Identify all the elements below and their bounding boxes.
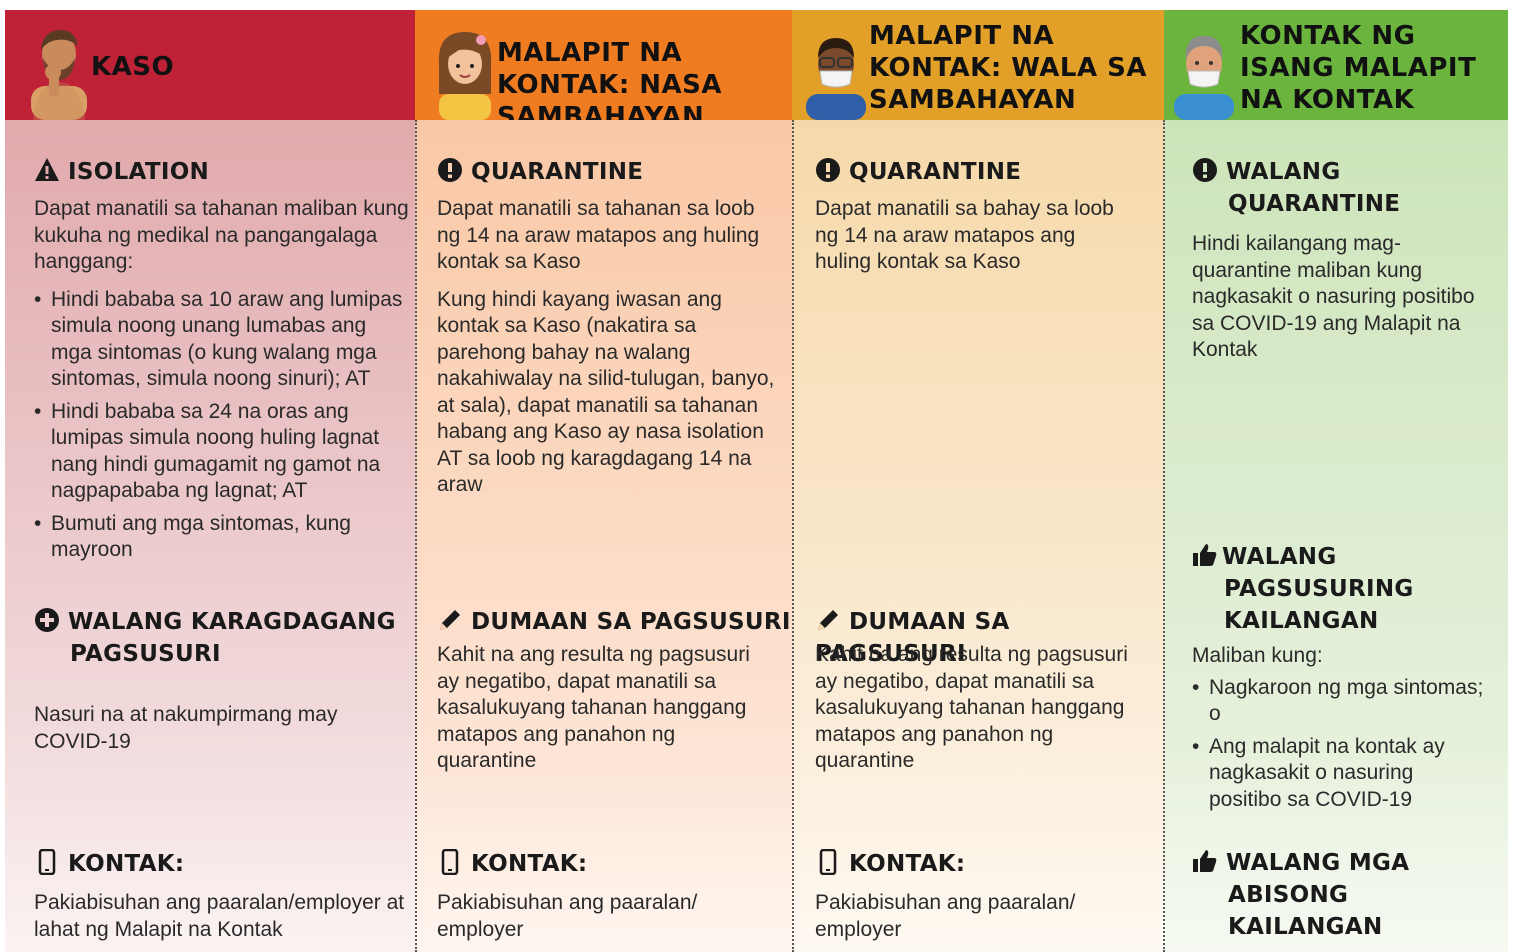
exclamation-icon [438,158,462,182]
contact-heading: KONTAK: [815,848,965,880]
testing-heading: DUMAAN SA PAGSUSURI [815,609,1010,667]
quarantine-text: Dapat manatili sa tahanan sa loob ng 14 … [437,196,782,499]
no-testing-bullet: Ang malapit na kontak ay nagkasakit o na… [1192,734,1469,814]
header-kaso: KASO [5,10,415,134]
column-kaso: KASO ISOLATION Dapat manatili sa tahanan… [5,10,415,952]
warning-icon [35,158,59,181]
isolation-text: Dapat manatili sa tahanan maliban kung k… [34,196,410,570]
body-contact-of-contact: WALANG QUARANTINE Hindi kailangang mag-q… [1164,120,1508,952]
testing-text: Kahit na ang resulta ng pagsusuri ay neg… [437,643,750,772]
girl-icon [438,32,492,120]
header-title: MALAPIT NA KONTAK: WALA SA SAMBAHAYAN [869,21,1147,115]
thumbs-up-icon [1193,544,1217,566]
no-testing-heading: WALANG KARAGDAGANG PAGSUSURI [34,606,440,670]
column-divider [792,120,794,952]
isolation-bullet: Hindi bababa sa 24 na oras ang lumipas s… [34,399,410,505]
thumbs-up-icon [1193,850,1217,872]
plus-icon [35,608,59,632]
contact-text: Pakiabisuhan ang paaralan/ employer [815,891,1076,941]
man-with-mask-icon [806,38,866,120]
elder-with-mask-icon [1174,36,1234,120]
header-title: KASO [91,52,175,82]
no-testing-intro: Maliban kung: [1192,644,1323,667]
phone-icon [441,849,459,875]
no-quarantine-heading: WALANG QUARANTINE [1192,156,1418,220]
no-notice-heading: WALANG MGA ABISONG KAILANGAN [1192,847,1458,943]
no-testing-text: Nasuri na at nakumpirmang may COVID-19 [34,703,338,753]
testing-text: Kahit na ang resulta ng pagsusuri ay neg… [815,643,1128,772]
isolation-intro: Dapat manatili sa tahanan maliban kung k… [34,197,409,273]
no-testing-bullet: Nagkaroon ng mga sintomas; o [1192,675,1492,728]
testing-heading: DUMAAN SA PAGSUSURI [437,606,791,638]
phone-icon [38,849,56,875]
quarantine-paragraph: Kung hindi kayang iwasan ang kontak sa K… [437,287,775,497]
column-nonhousehold-contact: MALAPIT NA KONTAK: WALA SA SAMBAHAYAN QU… [792,10,1164,952]
no-testing-bullets: Nagkaroon ng mga sintomas; o Ang malapit… [1192,675,1492,814]
header-contact-of-contact: KONTAK NG ISANG MALAPIT NA KONTAK [1164,10,1508,134]
isolation-bullets: Hindi bababa sa 10 araw ang lumipas simu… [34,287,410,564]
quarantine-text: Dapat manatili sa bahay sa loob ng 14 na… [815,197,1114,273]
exclamation-icon [1193,158,1217,182]
pencil-icon [440,610,460,630]
no-testing-text: Maliban kung: Nagkaroon ng mga sintomas;… [1192,643,1492,819]
header-household-contact: MALAPIT NA KONTAK: NASA SAMBAHAYAN [415,10,792,134]
isolation-bullet: Hindi bababa sa 10 araw ang lumipas simu… [34,287,410,393]
body-kaso: ISOLATION Dapat manatili sa tahanan mali… [5,120,415,952]
exclamation-icon [816,158,840,182]
isolation-heading: ISOLATION [34,156,209,188]
pencil-icon [818,610,838,630]
header-title: MALAPIT NA KONTAK: NASA SAMBAHAYAN [497,38,723,132]
no-testing-heading: WALANG PAGSUSURING KAILANGAN [1192,541,1454,637]
quarantine-heading: QUARANTINE [815,156,1021,188]
contact-heading: KONTAK: [34,848,184,880]
quarantine-heading: QUARANTINE [437,156,643,188]
column-contact-of-contact: KONTAK NG ISANG MALAPIT NA KONTAK WALANG… [1164,10,1508,952]
contact-heading: KONTAK: [437,848,587,880]
phone-icon [819,849,837,875]
header-title: KONTAK NG ISANG MALAPIT NA KONTAK [1240,21,1477,115]
isolation-bullet: Bumuti ang mga sintomas, kung mayroon [34,511,410,564]
contact-text: Pakiabisuhan ang paaralan/ employer [437,891,698,941]
body-nonhousehold-contact: QUARANTINE Dapat manatili sa bahay sa lo… [792,120,1164,952]
no-quarantine-text: Hindi kailangang mag-quarantine maliban … [1192,232,1475,361]
quarantine-paragraph: Dapat manatili sa tahanan sa loob ng 14 … [437,197,760,273]
body-household-contact: QUARANTINE Dapat manatili sa tahanan sa … [415,120,792,952]
column-household-contact: MALAPIT NA KONTAK: NASA SAMBAHAYAN QUARA… [415,10,792,952]
contact-text: Pakiabisuhan ang paaralan/employer at la… [34,891,405,941]
column-divider [1163,120,1165,952]
header-nonhousehold-contact: MALAPIT NA KONTAK: WALA SA SAMBAHAYAN [792,10,1164,134]
person-coughing-icon [31,30,87,120]
column-divider [415,120,417,952]
